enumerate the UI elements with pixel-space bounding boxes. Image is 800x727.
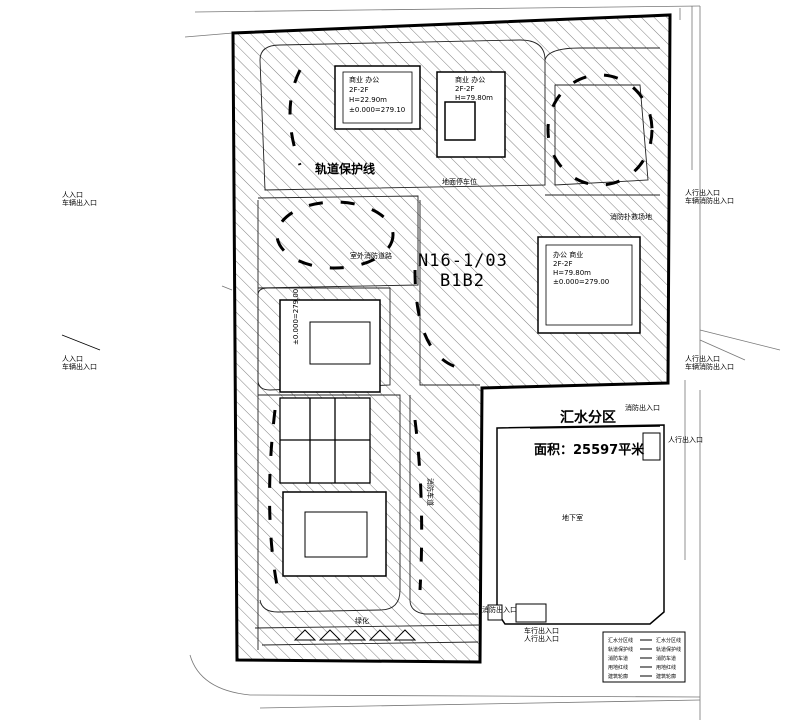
- legend-row-name: 用地红线: [608, 664, 628, 671]
- b1-line1: 商业 办公: [349, 75, 379, 84]
- building-b5: [282, 491, 387, 577]
- note-fire-lane: 消防车道: [426, 478, 435, 506]
- b3-line1: 办公 商业: [553, 250, 583, 259]
- building-b4: ±0.000=279.00: [279, 289, 381, 393]
- legend-row-desc: 消防车道: [656, 655, 676, 662]
- legend-row-desc: 建筑轮廓: [656, 673, 676, 680]
- entrance-right-top: 人行出入口 车辆消防出入口: [685, 188, 734, 205]
- district-name: 汇水分区: [560, 409, 616, 426]
- building-b3: 办公 商业 2F-2F H=79.80m ±0.000=279.00: [537, 236, 641, 334]
- b2-line1: 商业 办公: [455, 75, 485, 84]
- entrance-block-top: 消防出入口: [625, 403, 660, 412]
- legend-row-name: 建筑轮廓: [608, 673, 628, 680]
- entrance-left-mid-line1: 人入口: [62, 355, 83, 363]
- entrance-right-top-line1: 人行出入口: [685, 188, 720, 197]
- drainage-district-block: 地下室: [487, 424, 665, 625]
- entrance-bottom: 车行出入口 人行出入口: [524, 626, 559, 643]
- b1-line2: 2F-2F: [349, 86, 369, 94]
- note-green: 绿化: [355, 616, 369, 625]
- note-entry-road: 室外消防道路: [350, 251, 392, 260]
- b3-line4: ±0.000=279.00: [553, 278, 609, 286]
- entrance-left-top: 人入口 车辆出入口: [62, 191, 97, 207]
- note-fire-access: 消防扑救场地: [610, 212, 652, 221]
- legend-row-desc: 轨道保护线: [656, 646, 681, 653]
- entrance-bottom-line2: 人行出入口: [524, 634, 559, 643]
- entrance-block-right: 人行出入口: [668, 435, 703, 444]
- b2-line3: H=79.80m: [455, 94, 493, 102]
- b2-line2: 2F-2F: [455, 85, 475, 93]
- building-b1: 商业 办公 2F-2F H=22.90m ±0.000=279.10: [334, 65, 421, 130]
- entrance-left-mid-line2: 车辆出入口: [62, 362, 97, 371]
- entrance-right-mid: 人行出入口 车辆消防出入口: [685, 354, 734, 371]
- note-parking: 地面停车位: [442, 177, 477, 186]
- bottom-parking-strips: [293, 629, 417, 641]
- entrance-block-bottom: 消防出入口: [482, 605, 517, 614]
- rail-protection-label: 轨道保护线: [315, 161, 375, 176]
- b4-line1: ±0.000=279.00: [292, 289, 300, 345]
- legend-row-name: 消防车道: [608, 655, 628, 662]
- internal-roads: [254, 39, 660, 650]
- legend-row-desc: 汇水分区线: [656, 637, 681, 644]
- legend-row-name: 轨道保护线: [608, 646, 633, 653]
- b1-line3: H=22.90m: [349, 96, 387, 104]
- big-block-label: 地下室: [562, 513, 583, 522]
- b3-line2: 2F-2F: [553, 260, 573, 268]
- entrance-bottom-line1: 车行出入口: [524, 626, 559, 635]
- entrance-left-top-line2: 车辆出入口: [62, 198, 97, 207]
- b1-line4: ±0.000=279.10: [349, 106, 405, 114]
- entrance-right-mid-line2: 车辆消防出入口: [685, 362, 734, 371]
- district-title-underline: [529, 425, 661, 429]
- plot-code: N16-1/03: [418, 251, 508, 271]
- context-roads: [184, 5, 781, 720]
- building-grid: [279, 397, 371, 484]
- legend-row-desc: 用地红线: [656, 664, 676, 671]
- entrance-right-top-line2: 车辆消防出入口: [685, 196, 734, 205]
- plot-zone: B1B2: [440, 271, 485, 291]
- legend-row-name: 汇水分区线: [608, 637, 633, 644]
- b3-line3: H=79.80m: [553, 269, 591, 277]
- entrance-right-mid-line1: 人行出入口: [685, 354, 720, 363]
- entrance-left-top-line1: 人入口: [62, 191, 83, 199]
- district-area: 面积：25597平米: [534, 442, 645, 458]
- building-b2: 商业 办公 2F-2F H=79.80m: [436, 71, 506, 158]
- entrance-left-mid: 人入口 车辆出入口: [61, 334, 101, 371]
